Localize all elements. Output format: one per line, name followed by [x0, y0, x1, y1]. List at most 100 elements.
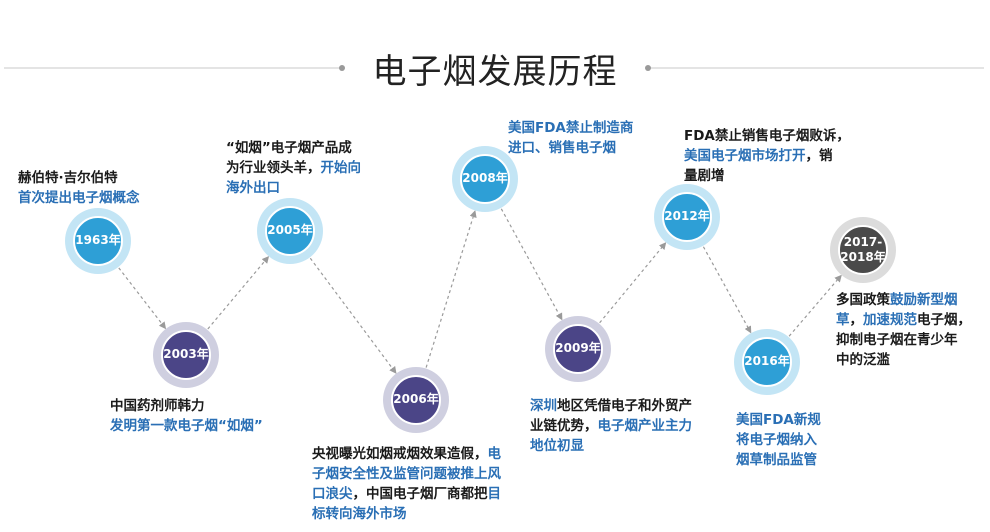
timeline-arrow	[702, 246, 752, 334]
highlight-text: 标转向海外市场	[312, 506, 407, 522]
timeline-arrow	[500, 208, 563, 321]
highlight-text: 发明第一款电子烟“如烟”	[110, 418, 263, 434]
description-line: 中的泛滥	[836, 350, 971, 370]
milestone-node	[654, 184, 720, 250]
highlight-text: 美国电子烟市场打开	[684, 148, 806, 164]
milestone-description: FDA禁止销售电子烟败诉， 美国电子烟市场打开，销量剧增	[684, 126, 850, 186]
body-text: FDA禁止销售电子烟败诉，	[684, 128, 850, 144]
description-line: 标转向海外市场	[312, 504, 501, 524]
timeline-arrow	[207, 255, 270, 330]
description-line: 美国FDA新规	[736, 410, 821, 430]
milestone-circle	[460, 154, 510, 204]
timeline-arrow	[599, 242, 667, 324]
milestone-year: 2005年	[267, 223, 313, 237]
milestone-year: 2016年	[744, 354, 790, 368]
milestone-year: 2012年	[664, 209, 710, 223]
milestone-year: 2003年	[163, 347, 209, 361]
highlight-text: 开始向	[320, 160, 362, 176]
description-line: 赫伯特·吉尔伯特	[18, 168, 140, 188]
description-line: “如烟”电子烟产品成	[226, 138, 361, 158]
milestone-circle	[73, 216, 123, 266]
description-line: 首次提出电子烟概念	[18, 188, 140, 208]
highlight-text: 电子烟产业主力	[597, 418, 693, 434]
description-line: 抑制电子烟在青少年	[836, 330, 971, 350]
description-line: 美国FDA禁止制造商	[508, 118, 633, 138]
body-text: 电子烟，	[917, 312, 971, 328]
description-line: 央视曝光如烟戒烟效果造假，电	[312, 444, 501, 464]
milestone-node	[734, 329, 800, 395]
milestone-circle	[161, 330, 211, 380]
milestone-description: 深圳地区凭借电子和外贸产业链优势，电子烟产业主力地位初显	[530, 396, 692, 456]
description-line: 中国药剂师韩力	[110, 396, 263, 416]
milestone-circle	[742, 337, 792, 387]
highlight-text: 口浪尖	[312, 486, 353, 502]
page-title: 电子烟发展历程	[372, 52, 618, 92]
milestone-year: 2006年	[393, 392, 439, 406]
milestone-node	[153, 322, 219, 388]
body-text: 中的泛滥	[836, 352, 890, 368]
description-line: 烟草制品监管	[736, 450, 821, 470]
milestone-circle	[838, 225, 888, 275]
highlight-text: 进口、销售电子烟	[508, 140, 616, 156]
highlight-text: 烟草制品监管	[736, 452, 817, 468]
timeline-arrow	[788, 274, 842, 337]
milestone-node	[545, 316, 611, 382]
milestone-year: 1963年	[75, 233, 121, 247]
timeline-arrow	[118, 267, 167, 330]
body-text: 量剧增	[684, 168, 725, 184]
body-text: 多国政策	[836, 292, 890, 308]
highlight-text: 草	[836, 312, 850, 328]
highlight-text: 鼓励新型烟	[890, 292, 958, 308]
description-line: 子烟安全性及监管问题被推上风	[312, 464, 501, 484]
description-line: 地位初显	[530, 436, 692, 456]
highlight-text: 海外出口	[226, 180, 280, 196]
body-text: 地区凭借电子和外贸产	[557, 398, 692, 414]
description-line: 草，加速规范电子烟，	[836, 310, 971, 330]
highlight-text: 加速规范	[863, 312, 917, 328]
timeline-arrow	[309, 257, 397, 374]
milestone-year: 2008年	[462, 171, 508, 185]
description-line: 多国政策鼓励新型烟	[836, 290, 971, 310]
description-line: 将电子烟纳入	[736, 430, 821, 450]
body-text: 赫伯特·吉尔伯特	[18, 170, 118, 186]
highlight-text: 子烟安全性及监管问题被推上风	[312, 466, 501, 482]
body-text: ，中国电子烟厂商都把	[352, 486, 488, 502]
description-line: 深圳地区凭借电子和外贸产	[530, 396, 692, 416]
body-text: 央视曝光如烟戒烟效果造假，	[312, 446, 488, 462]
milestone-description: 央视曝光如烟戒烟效果造假，电子烟安全性及监管问题被推上风口浪尖，中国电子烟厂商都…	[312, 444, 501, 524]
milestone-node	[65, 208, 131, 274]
milestone-circle	[265, 206, 315, 256]
body-text: 为行业领头羊，	[226, 160, 321, 176]
milestone-description: 多国政策鼓励新型烟草，加速规范电子烟，抑制电子烟在青少年中的泛滥	[836, 290, 971, 370]
highlight-text: 首次提出电子烟概念	[18, 190, 140, 206]
description-line: 进口、销售电子烟	[508, 138, 633, 158]
body-text: ，	[849, 312, 864, 328]
milestone-description: 赫伯特·吉尔伯特首次提出电子烟概念	[18, 168, 140, 208]
highlight-text: 目	[487, 486, 502, 502]
milestone-node	[383, 367, 449, 433]
highlight-text: 电	[487, 446, 502, 462]
milestone-description: “如烟”电子烟产品成为行业领头羊，开始向海外出口	[226, 138, 361, 198]
milestone-description: 美国FDA新规将电子烟纳入烟草制品监管	[736, 410, 821, 470]
body-text: 中国药剂师韩力	[110, 398, 205, 414]
milestone-year: 2009年	[555, 341, 601, 355]
body-text: 抑制电子烟在青少年	[836, 332, 958, 348]
milestone-description: 美国FDA禁止制造商进口、销售电子烟	[508, 118, 633, 158]
milestone-circle	[391, 375, 441, 425]
body-text: ，销	[805, 148, 833, 164]
title-rule-dot	[339, 65, 345, 71]
body-text: “如烟”电子烟产品成	[226, 140, 352, 156]
highlight-text: 地位初显	[530, 438, 584, 454]
description-line: 发明第一款电子烟“如烟”	[110, 416, 263, 436]
description-line: 口浪尖，中国电子烟厂商都把目	[312, 484, 501, 504]
milestone-year: 2017-2018年	[840, 235, 886, 264]
title-rule-dot	[645, 65, 651, 71]
description-line: 量剧增	[684, 166, 850, 186]
description-line: FDA禁止销售电子烟败诉，	[684, 126, 850, 146]
description-line: 业链优势，电子烟产业主力	[530, 416, 692, 436]
milestone-description: 中国药剂师韩力发明第一款电子烟“如烟”	[110, 396, 263, 436]
description-line: 为行业领头羊，开始向	[226, 158, 361, 178]
milestone-node	[257, 198, 323, 264]
